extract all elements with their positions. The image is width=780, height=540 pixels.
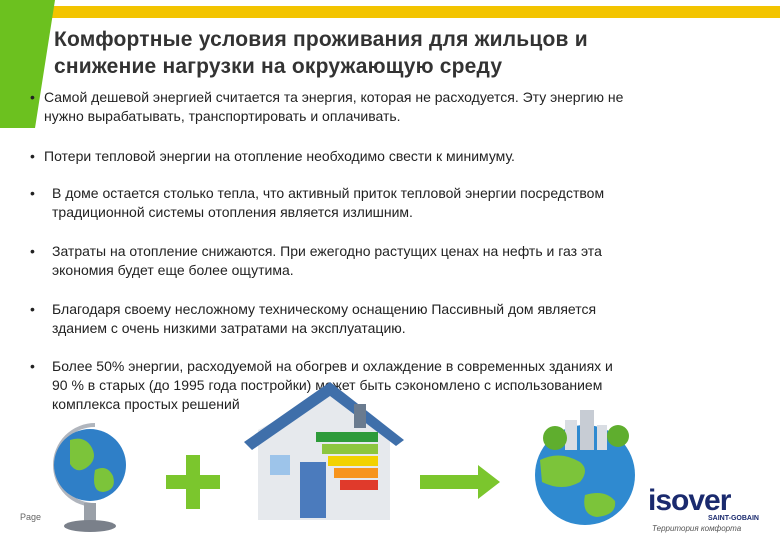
bullet-text: Затраты на отопление снижаются. При ежег… xyxy=(52,243,602,259)
page-label: Page xyxy=(20,512,42,522)
globe-icon xyxy=(53,423,126,532)
bullet-marker: • xyxy=(30,148,35,164)
bullet-marker: • xyxy=(30,358,35,374)
bullet-text: Самой дешевой энергией считается та энер… xyxy=(44,89,624,105)
bullet-text-cont: зданием с очень низкими затратами на экс… xyxy=(52,320,406,336)
bullet-text-cont: экономия будет еще более ощутима. xyxy=(52,262,294,278)
title-line-1: Комфортные условия проживания для жильцо… xyxy=(54,28,588,51)
arrow-right-icon xyxy=(420,465,500,499)
bullet-text-cont: нужно вырабатывать, транспортировать и о… xyxy=(44,108,401,124)
logo-tagline: Территория комфорта xyxy=(652,524,742,533)
bullet-text: В доме остается столько тепла, что актив… xyxy=(52,185,605,201)
bullet-marker: • xyxy=(30,243,35,259)
bullet-item: • Затраты на отопление снижаются. При еж… xyxy=(30,242,750,280)
bullet-text-cont: традиционной системы отопления является … xyxy=(52,204,413,220)
title-line-2: снижение нагрузки на окружающую среду xyxy=(54,55,503,78)
bullet-item: • Потери тепловой энергии на отопление н… xyxy=(30,147,750,166)
bullet-marker: • xyxy=(30,301,35,317)
green-corner-decoration xyxy=(0,0,55,128)
bullet-text: Благодаря своему несложному техническому… xyxy=(52,301,597,317)
green-city-globe-icon xyxy=(535,410,635,525)
bullet-marker: • xyxy=(30,89,35,105)
bullet-item: • В доме остается столько тепла, что акт… xyxy=(30,184,750,222)
bullet-item: • Благодаря своему несложному техническо… xyxy=(30,300,750,338)
logo-subtitle: SAINT-GOBAIN xyxy=(708,515,759,522)
bullet-text: Более 50% энергии, расходуемой на обогре… xyxy=(52,358,613,374)
top-accent-bar xyxy=(40,6,780,18)
energy-label-icon xyxy=(316,432,378,490)
bullet-text: Потери тепловой энергии на отопление нео… xyxy=(44,148,515,164)
slide-title: Комфортные условия проживания для жильцо… xyxy=(54,26,754,80)
isover-logo: isover xyxy=(648,484,731,517)
plus-icon xyxy=(166,455,220,509)
bullet-text-cont: комплекса простых решений xyxy=(52,396,240,412)
bullet-marker: • xyxy=(30,185,35,201)
bullet-item: • Самой дешевой энергией считается та эн… xyxy=(30,88,750,126)
house-icon xyxy=(244,382,404,520)
